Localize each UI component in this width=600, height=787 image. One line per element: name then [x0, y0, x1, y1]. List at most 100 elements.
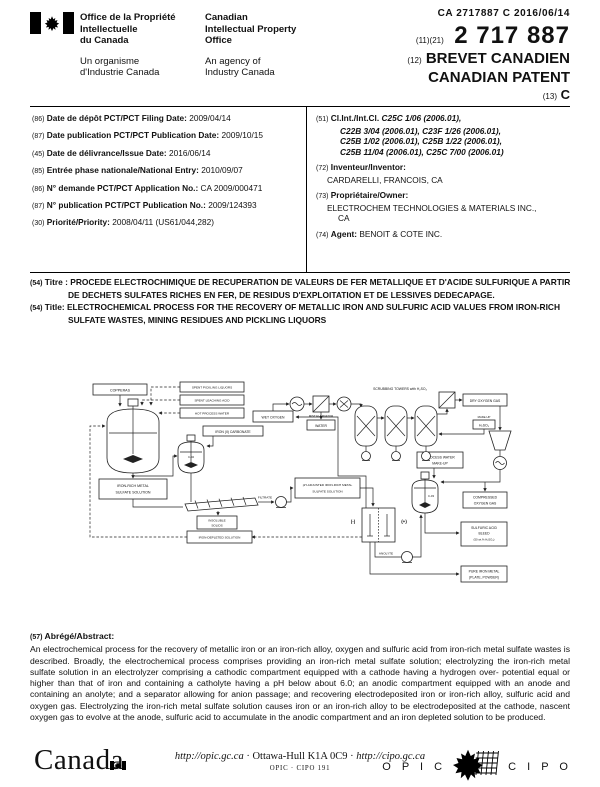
ph-adjust-tank	[178, 435, 204, 473]
type-line: (13) C	[407, 87, 570, 102]
agent-block: (74) Agent: BENOIT & COTE INC.	[316, 229, 572, 242]
scrubbing-tower-1	[355, 406, 377, 461]
belt-filter	[185, 497, 258, 511]
pure-iron-label: PURE IRON METAL	[469, 570, 500, 574]
number-codes: (11)(21)	[416, 36, 444, 45]
feed-line-2	[142, 400, 180, 405]
acid-makeup-label: MAKE-UP	[478, 415, 491, 419]
compressed-line	[485, 470, 500, 483]
patent-number-line: (11)(21) 2 717 887	[407, 22, 570, 50]
mist-eliminator-2	[439, 392, 455, 408]
scrubbers-label: SCRUBBING TOWERS with H₂SO₄	[373, 387, 427, 391]
carbonate-feed-line	[207, 436, 213, 446]
office-name-en: Canadian Intellectual Property Office An…	[205, 12, 296, 79]
anolyte-return-line	[413, 515, 422, 557]
pump-to-ph-box-line	[287, 488, 294, 502]
biblio-row: (87) Date publication PCT/PCT Publicatio…	[32, 130, 302, 142]
biblio-right-column: (51) Cl.Int./Int.Cl. C25C 1/06 (2006.01)…	[316, 113, 572, 246]
biblio-row: (30) Priorité/Priority: 2008/04/11 (US61…	[32, 217, 302, 229]
iron-depleted-label: IRON-DEPLETED SOLUTION	[199, 536, 241, 540]
biblio-row: (86) N° demande PCT/PCT Application No.:…	[32, 183, 302, 195]
rule-mid	[30, 272, 570, 273]
int-class-block: (51) Cl.Int./Int.Cl. C25C 1/06 (2006.01)…	[316, 113, 572, 157]
gas-to-cooler-line	[273, 404, 289, 411]
scrubbing-tower-2	[385, 406, 407, 461]
opic-url: http://opic.gc.ca	[175, 751, 244, 762]
feed-line-1	[151, 387, 180, 405]
compressed-oxygen-label: OXYGEN GAS	[474, 502, 497, 506]
abstract-text: An electrochemical process for the recov…	[30, 644, 570, 723]
biblio-row: (45) Date de délivrance/Issue Date: 2016…	[32, 148, 302, 160]
org-en-subtitle: An agency of Industry Canada	[205, 56, 296, 79]
iron-product-line	[370, 542, 459, 574]
acid-bleed-label: SULFURIC ACID	[471, 526, 497, 530]
solution-to-filter-line	[133, 499, 183, 507]
gas-blower	[337, 397, 351, 411]
water-label: WATER	[315, 424, 327, 428]
inventor-block: (72) Inventeur/Inventor: CARDARELLI, FRA…	[316, 162, 572, 185]
compressed-oxygen-box	[463, 492, 507, 508]
opic-cipo-logo: O P I C C I P O	[382, 746, 572, 787]
org-fr-line: Intellectuelle	[80, 24, 176, 36]
biblio-row: (86) Date de dépôt PCT/PCT Filing Date: …	[32, 113, 302, 125]
ph-adjusted-label: pH-ADJUSTED IRON-RICH METAL	[303, 483, 353, 487]
canada-wordmark: Canada	[34, 744, 124, 777]
mist-eliminator-label: MIST ELIMINATOR	[309, 414, 333, 418]
tank-tag: C-02	[188, 455, 195, 459]
mixer-tag: C-03	[428, 494, 435, 498]
biblio-left-column: (86) Date de dépôt PCT/PCT Filing Date: …	[32, 113, 302, 235]
acid-bleed-label: BLEED	[478, 532, 490, 536]
iron-carbonate-label: IRON (II) CARBONATE	[215, 430, 251, 434]
biblio-row: (85) Entrée phase nationale/National Ent…	[32, 165, 302, 177]
ph-adjusted-box	[295, 478, 360, 498]
leaching-reactor	[107, 399, 159, 473]
pure-iron-label: (PLATE, POWDER)	[469, 576, 499, 580]
iron-rich-label: IRON-RICH METAL	[117, 484, 149, 488]
canada-flag-icon	[30, 12, 74, 39]
org-en-line: Intellectual Property	[205, 24, 296, 36]
title-fr: (54) Titre : PROCEDE ELECTROCHIMIQUE DE …	[30, 277, 574, 301]
biblio-row: (87) N° publication PCT/PCT Publication …	[32, 200, 302, 212]
acid-bleed-line	[425, 513, 459, 533]
cathode-sign: (-)	[351, 519, 356, 524]
doc-reference: CA 2717887 C 2016/06/14	[407, 8, 570, 19]
copperas-label: COPPERAS	[110, 388, 131, 392]
title-en: (54) Title: ELECTROCHEMICAL PROCESS FOR …	[30, 302, 574, 326]
pure-iron-box	[461, 566, 507, 582]
titles-section: (54) Titre : PROCEDE ELECTROCHIMIQUE DE …	[30, 277, 574, 327]
acid-feed-line	[439, 429, 484, 434]
filtrate-label: FILTRATE	[258, 496, 272, 500]
insoluble-label: SOLIDS	[211, 524, 222, 528]
insoluble-label: INSOLUBLE	[208, 519, 225, 523]
ph-adjusted-label: SULFATE SOLUTION	[312, 490, 342, 494]
column-divider	[306, 106, 307, 272]
to-mist-2-line	[437, 409, 447, 414]
compressed-oxygen-label: COMPRESSED	[473, 496, 498, 500]
org-fr-line: du Canada	[80, 35, 176, 47]
abstract-section: (57) Abrégé/Abstract: An electrochemical…	[30, 631, 570, 723]
org-en-line: Canadian	[205, 12, 296, 24]
h2so4-label: H₂SO₄	[479, 424, 490, 428]
opic-label: O P I C	[382, 761, 446, 773]
owner-block: (73) Propriétaire/Owner: ELECTROCHEM TEC…	[316, 190, 572, 224]
postal-address: Ottawa-Hull K1A 0C9	[252, 751, 347, 762]
cipo-label: C I P O	[508, 761, 572, 773]
dry-oxygen-label: DRY OXYGEN GAS	[470, 399, 501, 403]
maple-leaf-grid-icon	[451, 746, 503, 787]
kind-line-fr: (12) BREVET CANADIEN	[407, 50, 570, 69]
org-fr-subtitle: Un organisme d'Industrie Canada	[80, 56, 176, 79]
org-fr-line: Office de la Propriété	[80, 12, 176, 24]
oxygen-compressor	[489, 431, 511, 470]
process-flow-diagram: COPPERAS SPENT PICKLING LIQUORS SPENT LE…	[85, 376, 520, 629]
filtrate-pump	[276, 497, 287, 508]
iron-rich-solution-box	[99, 479, 167, 499]
hot-water-label: HOT PROCESS WATER	[195, 412, 230, 416]
spent-leaching-label: SPENT LEACHING ACID	[194, 399, 230, 403]
wet-oxygen-label: WET OXYGEN	[262, 415, 285, 419]
spent-pickling-label: SPENT PICKLING LIQUORS	[192, 386, 232, 390]
anolyte-mixer-tank	[412, 472, 438, 513]
org-en-line: Office	[205, 35, 296, 47]
anode-sign: (+)	[401, 519, 407, 524]
gas-cooler	[290, 397, 304, 411]
